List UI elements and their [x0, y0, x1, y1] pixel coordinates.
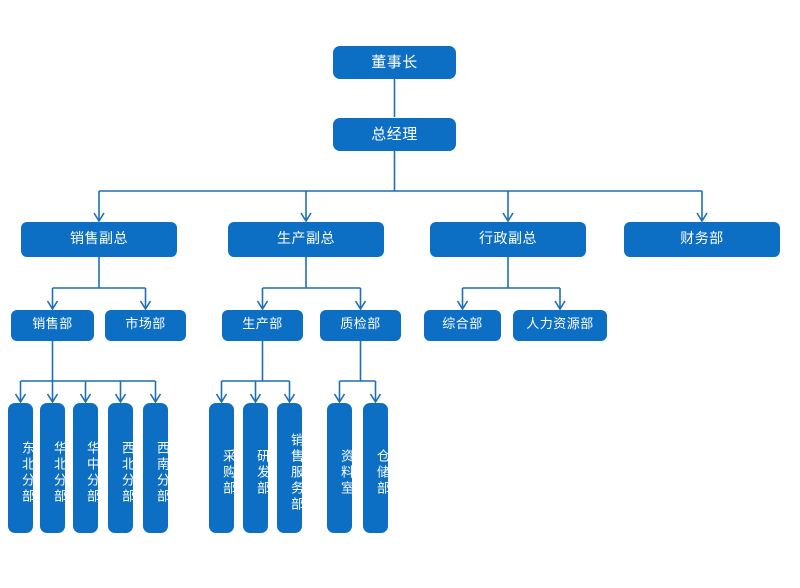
org-node-chairman[interactable]: 董事长: [333, 46, 456, 79]
org-node-production-dept[interactable]: 生产部: [222, 310, 303, 341]
org-node-label: 人力资源部: [526, 317, 594, 333]
org-node-general-affairs[interactable]: 综合部: [424, 310, 501, 341]
connector-arrowhead: [114, 393, 127, 404]
org-node-sales-vp[interactable]: 销售副总: [21, 222, 177, 257]
connector-arrowhead: [456, 300, 469, 311]
org-node-warehouse-dept[interactable]: 仓储部: [363, 403, 389, 533]
org-node-label: 生产副总: [277, 230, 335, 247]
org-node-centralchina-branch[interactable]: 华中分部: [73, 403, 99, 533]
connector-arrowhead: [696, 212, 708, 223]
org-node-market-dept[interactable]: 市场部: [105, 310, 186, 341]
connector-arrowhead: [215, 393, 228, 404]
org-node-label: 财务部: [680, 230, 724, 247]
org-node-label: 销售服务部: [288, 433, 303, 513]
connector-arrowhead: [554, 300, 566, 311]
connector-arrowhead: [46, 393, 59, 404]
org-node-label: 行政副总: [479, 230, 537, 247]
org-node-production-vp[interactable]: 生产副总: [228, 222, 384, 257]
org-node-label: 总经理: [371, 125, 418, 144]
org-node-label: 质检部: [340, 317, 381, 333]
org-node-label: 西南分部: [154, 441, 169, 505]
org-node-label: 销售部: [32, 317, 73, 333]
org-node-label: 董事长: [371, 53, 418, 72]
org-node-label: 资料室: [338, 449, 353, 497]
org-node-general-manager[interactable]: 总经理: [333, 118, 456, 151]
org-node-rnd-dept[interactable]: 研发部: [243, 403, 269, 533]
connector-arrowhead: [79, 393, 92, 404]
connector-arrowhead: [249, 393, 262, 404]
org-node-northchina-branch[interactable]: 华北分部: [40, 403, 66, 533]
org-node-label: 研发部: [254, 449, 269, 497]
connector-arrowhead: [256, 300, 269, 311]
org-node-hr-dept[interactable]: 人力资源部: [513, 310, 607, 341]
org-node-southwest-branch[interactable]: 西南分部: [143, 403, 169, 533]
connector-arrowhead: [14, 393, 27, 404]
org-node-admin-vp[interactable]: 行政副总: [430, 222, 586, 257]
org-node-finance-dept[interactable]: 财务部: [624, 222, 780, 257]
org-node-label: 仓储部: [374, 449, 389, 497]
connector-arrowhead: [369, 393, 382, 404]
connector-arrowhead: [93, 212, 105, 223]
org-node-northeast-branch[interactable]: 东北分部: [8, 403, 34, 533]
org-node-qc-dept[interactable]: 质检部: [320, 310, 401, 341]
org-node-label: 西北分部: [119, 441, 134, 505]
org-node-label: 综合部: [442, 317, 483, 333]
org-node-purchasing-dept[interactable]: 采购部: [209, 403, 235, 533]
org-node-label: 采购部: [220, 449, 235, 497]
connector-arrowhead: [300, 212, 312, 223]
connector-arrowhead: [139, 300, 152, 311]
org-node-sales-service-dept[interactable]: 销售服务部: [277, 403, 303, 533]
org-node-label: 华北分部: [51, 441, 66, 505]
org-node-label: 销售副总: [70, 230, 128, 247]
org-node-label: 华中分部: [84, 441, 99, 505]
connector-arrowhead: [354, 300, 367, 311]
connector-arrowhead: [333, 393, 346, 404]
connector-arrowhead: [283, 393, 296, 404]
org-node-label: 生产部: [242, 317, 283, 333]
org-node-sales-dept[interactable]: 销售部: [11, 310, 94, 341]
org-node-label: 东北分部: [19, 441, 34, 505]
connector-arrowhead: [46, 300, 59, 311]
org-node-label: 市场部: [125, 317, 166, 333]
connector-arrowhead: [149, 393, 162, 404]
org-node-archives-room[interactable]: 资料室: [327, 403, 353, 533]
connector-arrowhead: [502, 212, 514, 223]
org-node-northwest-branch[interactable]: 西北分部: [108, 403, 134, 533]
